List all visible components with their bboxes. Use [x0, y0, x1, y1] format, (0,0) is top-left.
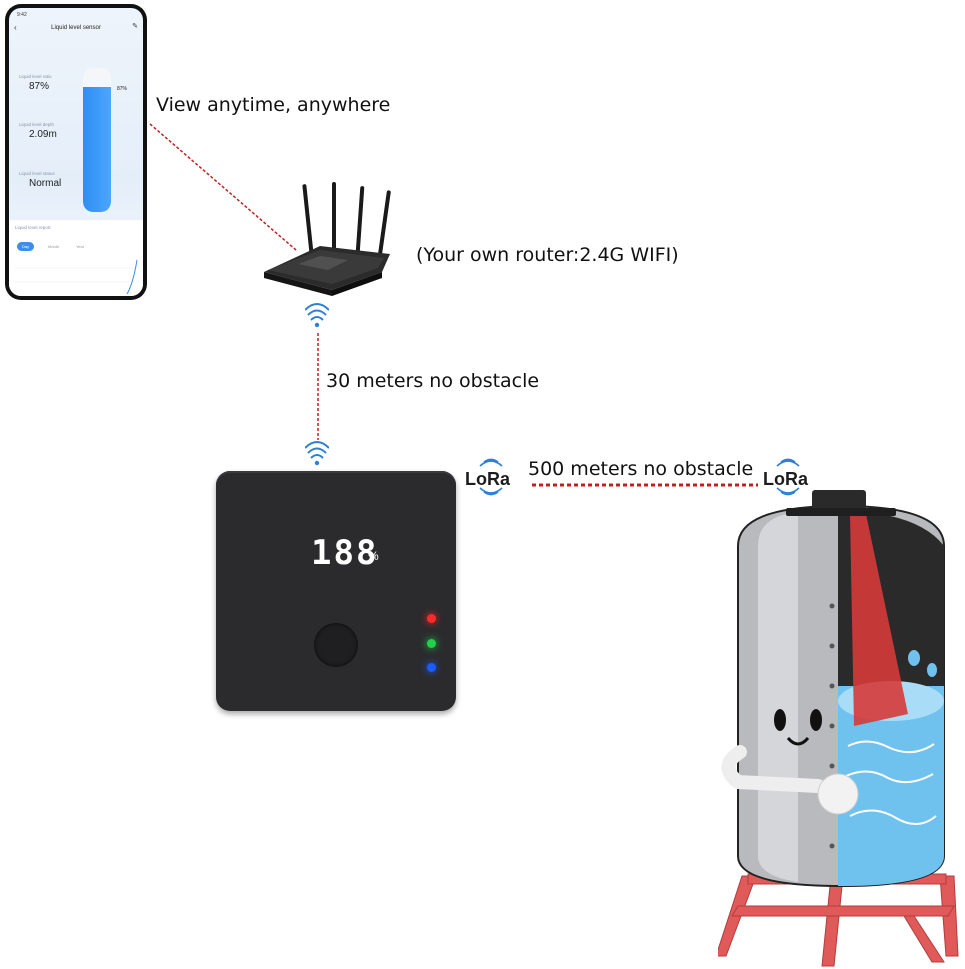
level-bar-percent: 87% [117, 86, 128, 92]
back-icon[interactable]: ‹ [14, 23, 17, 32]
caption-view-anywhere: View anytime, anywhere [156, 94, 391, 116]
lora-gateway-hub: 188 % [216, 471, 456, 711]
wifi-icon [305, 441, 329, 466]
level-status-value: Normal [29, 178, 62, 189]
phone-status-time: 9:42 [17, 12, 27, 18]
tab-month[interactable]: Month [48, 244, 60, 249]
report-title: Liquid level report [15, 225, 51, 230]
wifi-icon [305, 303, 329, 328]
green-led-indicator [427, 639, 436, 648]
tab-year[interactable]: Year [76, 244, 85, 249]
lora-label-tank: LoRa [763, 469, 808, 489]
red-led-indicator [427, 614, 436, 623]
lora-signal-icon [776, 458, 800, 496]
level-bar [83, 68, 111, 212]
level-ratio-value: 87% [29, 81, 50, 92]
caption-router: (Your own router:2.4G WIFI) [416, 244, 679, 266]
water-tank-illustration [718, 490, 959, 967]
level-report-card: Liquid level report Day Month Year [9, 220, 143, 296]
report-chart [15, 259, 138, 295]
tab-day[interactable]: Day [17, 242, 35, 251]
hub-display-digits: 188 [311, 533, 379, 573]
phone-screen: 9:42 ‹ Liquid level sensor ✎ Liquid leve… [9, 8, 143, 296]
lora-label-hub: LoRa [465, 469, 510, 489]
app-title: Liquid level sensor [51, 25, 101, 31]
hub-display-unit: % [368, 549, 379, 563]
router-image [264, 182, 391, 296]
hub-button[interactable] [314, 623, 358, 667]
level-status-label: Liquid level status [19, 171, 55, 176]
level-ratio-label: Liquid level ratio [19, 74, 52, 79]
caption-wifi-distance: 30 meters no obstacle [326, 370, 540, 392]
smartphone: 9:42 ‹ Liquid level sensor ✎ Liquid leve… [5, 4, 147, 300]
level-depth-label: Liquid level depth [19, 122, 55, 127]
blue-led-indicator [427, 663, 436, 672]
level-bar-fill [83, 86, 111, 212]
lora-signal-icon [479, 458, 503, 496]
caption-lora-distance: 500 meters no obstacle [528, 458, 754, 480]
edit-icon[interactable]: ✎ [132, 23, 138, 30]
level-depth-value: 2.09m [29, 129, 57, 140]
phone-router-link [149, 123, 297, 251]
